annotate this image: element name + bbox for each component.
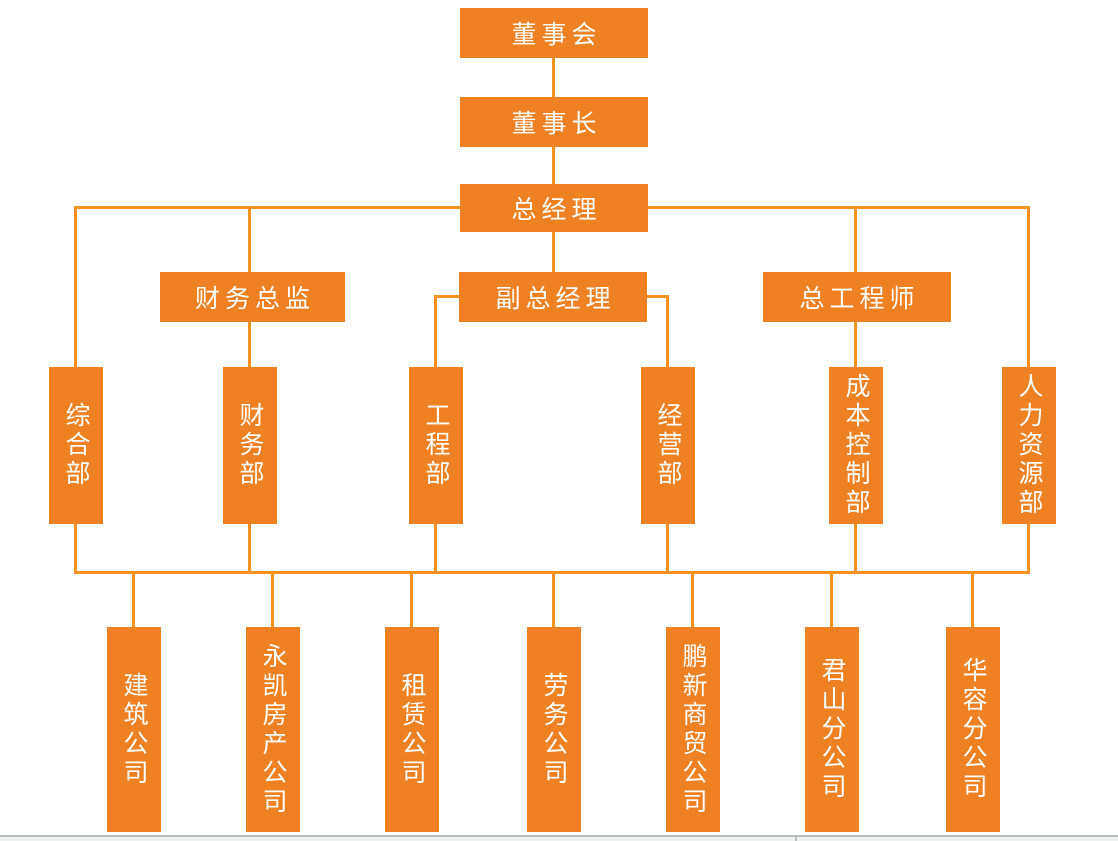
connector-gm-deputy-gm [552,231,555,273]
connector-company-drop-4 [552,571,555,627]
node-dept-cost-control: 成本控制部 [829,367,883,524]
connector-deputy-left-elbow-v [434,295,437,367]
connector-company-drop-3 [410,571,413,627]
node-dept-general-affairs: 综合部 [49,367,103,524]
node-board-of-directors: 董事会 [460,8,648,58]
connector-company-drop-6 [830,571,833,627]
node-dept-operations: 经营部 [641,367,695,524]
node-deputy-general-manager: 副总经理 [459,272,647,322]
node-pengxin-trading-company: 鹏新商贸公司 [666,627,720,832]
connector-company-drop-5 [691,571,694,627]
connector-dept-drop-5 [854,524,857,574]
node-construction-company: 建筑公司 [107,627,161,832]
connector-deputy-right-elbow-v [666,295,669,367]
node-general-manager: 总经理 [460,184,648,232]
connector-dept-drop-4 [666,524,669,574]
connector-drop-general-affairs [74,206,77,367]
connector-deputy-left-elbow-h [434,295,460,298]
connector-drop-human-resources [1027,206,1030,367]
connector-board-chairman [552,58,555,97]
page-bottom-edge-line [0,835,1118,837]
node-huarong-branch-company: 华容分公司 [946,627,1000,832]
node-junshan-branch-company: 君山分公司 [805,627,859,832]
node-chief-engineer: 总工程师 [763,272,951,322]
node-cfo: 财务总监 [160,272,345,322]
connector-dept-drop-3 [434,524,437,574]
node-chairman: 董事长 [460,97,648,147]
connector-dept-drop-6 [1027,524,1030,574]
connector-chairman-gm [552,147,555,185]
node-dept-engineering: 工程部 [409,367,463,524]
node-labor-services-company: 劳务公司 [527,627,581,832]
node-dept-human-resources: 人力资源部 [1002,367,1056,524]
connector-dept-drop-1 [74,524,77,574]
node-dept-finance: 财务部 [223,367,277,524]
node-leasing-company: 租赁公司 [385,627,439,832]
connector-dept-drop-2 [248,524,251,574]
page-bottom-strip [0,837,1118,841]
connector-company-drop-2 [271,571,274,627]
connector-company-drop-1 [132,571,135,627]
connector-company-drop-7 [971,571,974,627]
node-yongkai-real-estate-company: 永凯房产公司 [246,627,300,832]
bottom-edge-divider [795,836,797,841]
connector-deputy-right-elbow-h [647,295,669,298]
